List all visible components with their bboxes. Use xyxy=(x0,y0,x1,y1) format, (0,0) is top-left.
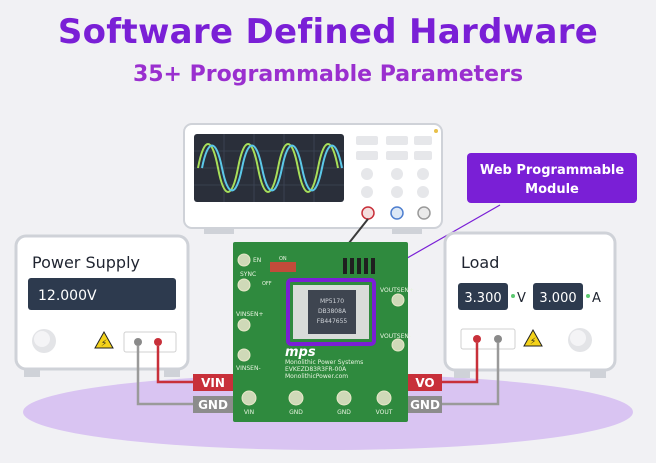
svg-text:DB3808A: DB3808A xyxy=(318,308,347,315)
brand-logo: mps xyxy=(285,345,316,360)
svg-text:VOUTSEN-: VOUTSEN- xyxy=(380,333,411,340)
svg-text:EN: EN xyxy=(253,257,261,264)
svg-text:VINSEN-: VINSEN- xyxy=(236,365,261,372)
power-supply-title: Power Supply xyxy=(32,253,140,272)
scope-probe-blue xyxy=(390,206,404,220)
warning-icon xyxy=(94,330,114,349)
wire-gnd-left xyxy=(136,346,194,406)
svg-text:MP5170: MP5170 xyxy=(320,298,344,305)
eval-board: EN SYNC VINSEN+ VINSEN- ON OFF MP5170 DB… xyxy=(233,242,414,422)
pad-voutsen-minus xyxy=(391,338,405,352)
svg-text:GND: GND xyxy=(198,398,228,412)
pad-vin xyxy=(241,390,257,406)
svg-text:⚡: ⚡ xyxy=(101,339,107,349)
power-supply: Power Supply 12.000V ⚡ xyxy=(14,234,190,377)
svg-text:VOUT: VOUT xyxy=(376,409,393,416)
terminal-gnd-left: GND xyxy=(193,396,233,413)
terminal-vin: VIN xyxy=(193,374,233,391)
oscilloscope xyxy=(183,123,443,234)
power-supply-display xyxy=(28,278,176,310)
svg-text:VIN: VIN xyxy=(244,409,254,416)
scope-probe-red xyxy=(361,206,375,220)
svg-text:SYNC: SYNC xyxy=(240,271,256,278)
load-warning-icon xyxy=(523,328,543,347)
pad-vout xyxy=(376,390,392,406)
power-supply-value: 12.000V xyxy=(38,288,97,304)
svg-text:GND: GND xyxy=(410,398,440,412)
svg-text:GND: GND xyxy=(289,409,303,416)
load-voltage-value: 3.300 xyxy=(464,291,501,306)
wire-vo-red xyxy=(440,343,479,384)
module-chip xyxy=(308,290,356,334)
pad-sync xyxy=(237,278,251,292)
svg-text:OFF: OFF xyxy=(262,281,272,287)
pad-gnd-2 xyxy=(336,390,352,406)
electronic-load: Load 3.300 V 3.000 A ⚡ xyxy=(443,231,617,378)
load-voltage-unit: V xyxy=(517,291,526,306)
page-title: Software Defined Hardware xyxy=(57,12,599,52)
callout-line1: Web Programmable xyxy=(480,163,625,178)
page-subtitle: 35+ Programmable Parameters xyxy=(132,62,524,87)
callout-line2: Module xyxy=(525,182,579,197)
load-voltage-display xyxy=(458,283,508,310)
pad-vinsen-plus xyxy=(237,318,251,332)
wire-gnd-right xyxy=(440,343,500,406)
svg-text:VINSEN+: VINSEN+ xyxy=(236,311,263,318)
load-current-display xyxy=(533,283,583,310)
svg-text:MonolithicPower.com: MonolithicPower.com xyxy=(285,373,348,380)
scope-wave-green xyxy=(197,143,339,193)
mode-switch xyxy=(270,262,296,272)
terminal-gnd-right: GND xyxy=(408,396,442,413)
svg-text:GND: GND xyxy=(337,409,351,416)
wire-vin-red xyxy=(156,346,194,384)
load-current-value: 3.000 xyxy=(539,291,576,306)
pad-vinsen-minus xyxy=(237,348,251,362)
terminal-vo: VO xyxy=(408,374,442,391)
pad-en xyxy=(237,253,251,267)
svg-text:VIN: VIN xyxy=(201,376,225,390)
pad-voutsen-plus xyxy=(391,293,405,307)
svg-text:VO: VO xyxy=(415,376,434,390)
scope-probe-grey xyxy=(417,206,431,220)
svg-text:EVKEZD83R3FR-00A: EVKEZD83R3FR-00A xyxy=(285,366,347,373)
scope-wave-cyan xyxy=(201,144,343,192)
svg-text:FB447655: FB447655 xyxy=(317,318,348,325)
programmable-module-highlight xyxy=(286,278,376,346)
svg-text:Monolithic Power Systems: Monolithic Power Systems xyxy=(285,359,363,366)
callout-box: Web Programmable Module xyxy=(467,153,637,203)
svg-text:⚡: ⚡ xyxy=(530,337,536,347)
svg-text:ON: ON xyxy=(279,256,287,262)
load-title: Load xyxy=(461,253,499,272)
load-current-unit: A xyxy=(592,291,601,306)
pad-gnd-1 xyxy=(288,390,304,406)
svg-text:VOUTSEN+: VOUTSEN+ xyxy=(380,287,414,294)
